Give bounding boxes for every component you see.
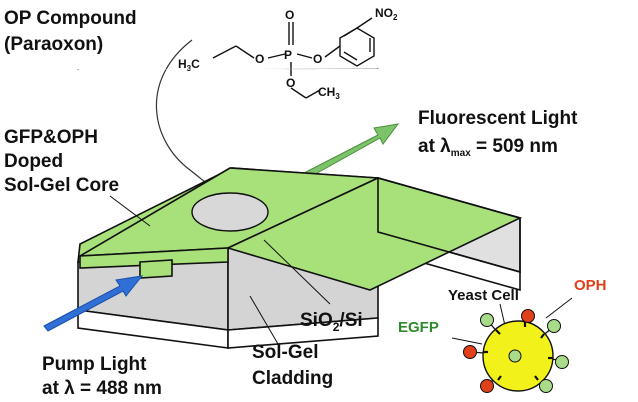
- cladding-front-face: [77, 68, 379, 70]
- oxygen-right: O: [313, 52, 322, 66]
- oph-protein: [463, 345, 477, 359]
- pump-label-line1: Pump Light: [42, 354, 147, 375]
- egfp-protein: [480, 313, 494, 327]
- egfp-protein: [539, 379, 553, 393]
- cladding-label-line1: Sol-Gel: [252, 342, 319, 363]
- phosphorus-atom: P: [284, 48, 292, 62]
- core-label-line2: Doped: [4, 151, 63, 172]
- substrate-leader: [263, 239, 331, 305]
- paraoxon-structure: [212, 17, 375, 99]
- yeast-cell-illustration: Yeast Cell OPH EGFP: [398, 277, 607, 393]
- cladding-leader: [249, 295, 279, 345]
- front-face-substrate-right: [227, 317, 379, 349]
- sensing-window: [191, 192, 269, 232]
- core-front-edge: [79, 247, 229, 269]
- core-channel: [139, 259, 173, 279]
- methyl-bottom: CH3: [318, 85, 340, 101]
- oxygen-bottom: O: [286, 76, 295, 90]
- oph-protein: [521, 309, 535, 323]
- yeast-nucleus: [508, 349, 522, 363]
- oph-label: OPH: [574, 277, 607, 294]
- core-label-line3: Sol-Gel Core: [4, 175, 119, 196]
- paraoxon-label: (Paraoxon): [4, 34, 103, 55]
- right-face: [377, 176, 521, 274]
- op-compound-label: OP Compound: [4, 8, 137, 29]
- oxygen-left: O: [255, 52, 264, 66]
- pump-light-arrow: [43, 275, 144, 332]
- egfp-protein: [555, 355, 569, 369]
- pump-label-line2: at λ = 488 nm: [42, 378, 162, 399]
- oxygen-top: O: [285, 8, 294, 22]
- cladding-label-line2: Cladding: [252, 368, 333, 389]
- nitro-group: NO2: [375, 6, 398, 22]
- fluorescent-label-line2: at λmax = 509 nm: [418, 136, 558, 159]
- methyl-left: H3C: [178, 57, 200, 73]
- oph-protein: [480, 379, 494, 393]
- substrate-label: SiO2/Si: [300, 310, 363, 334]
- yeast-cell-label: Yeast Cell: [448, 287, 519, 304]
- egfp-protein: [547, 319, 561, 333]
- egfp-label: EGFP: [398, 319, 439, 336]
- waveguide-block: [77, 68, 523, 349]
- fluorescent-arrow: [305, 123, 400, 178]
- core-leader: [109, 195, 151, 227]
- fluorescent-label-line1: Fluorescent Light: [418, 108, 578, 129]
- core-label-line1: GFP&OPH: [4, 127, 98, 148]
